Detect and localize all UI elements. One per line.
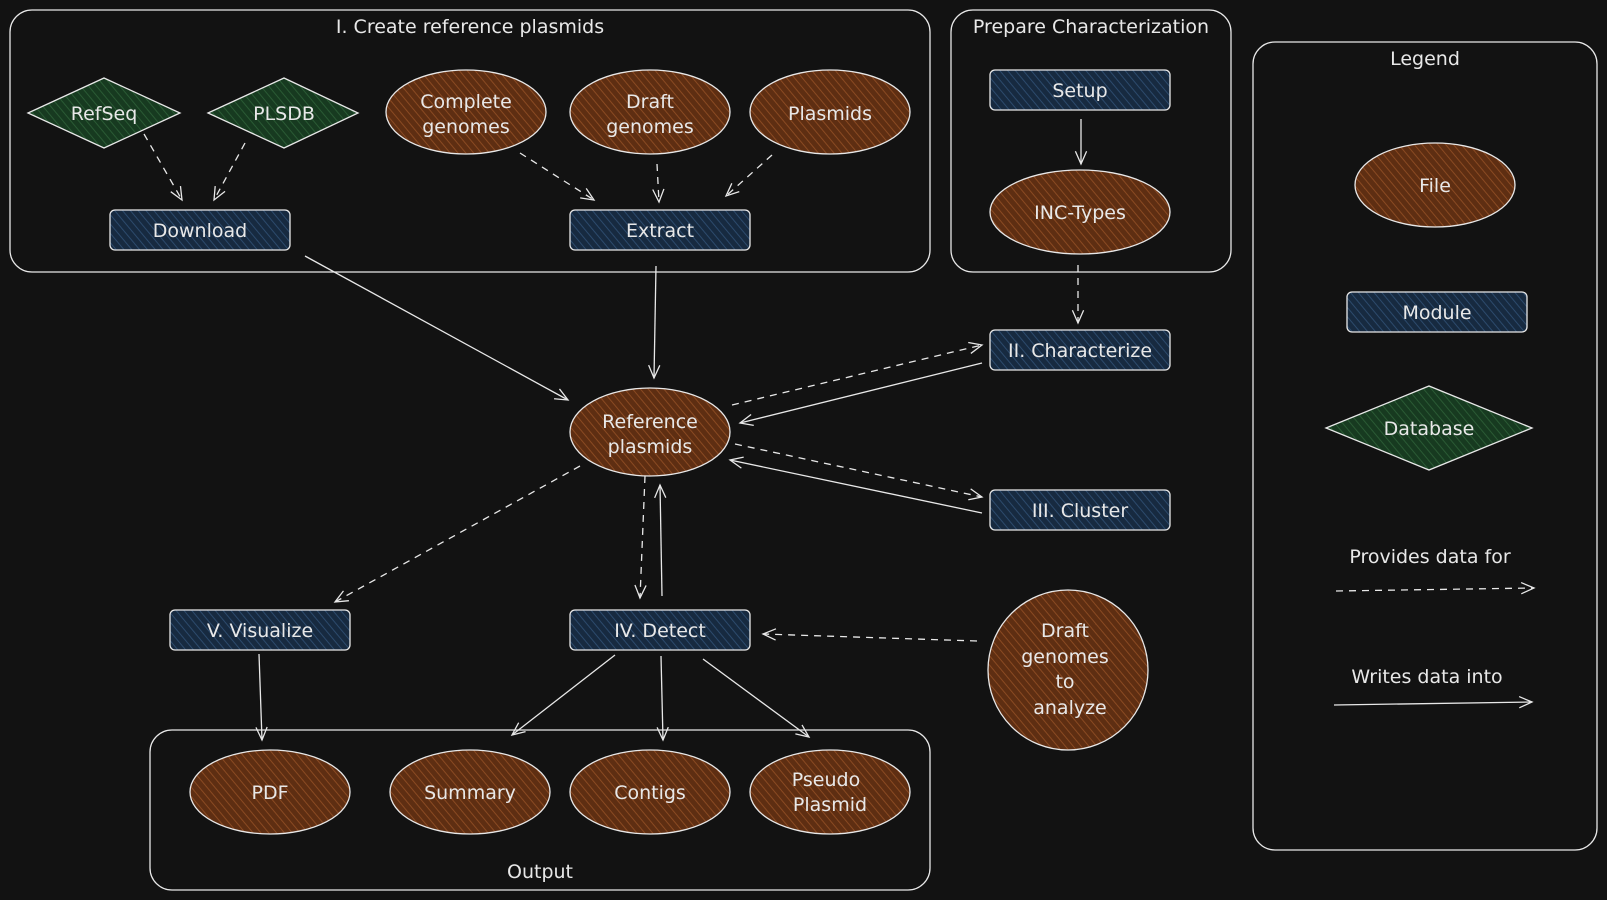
module-download[interactable]: Download [109,209,291,251]
module-cluster[interactable]: III. Cluster [989,489,1171,531]
database-refseq-label: RefSeq [71,103,138,125]
file-contigs[interactable]: Contigs [569,749,731,835]
legend-file: File [1354,142,1516,228]
edge-cluster-reference [728,456,983,514]
legend-writes-label: Writes data into [1351,666,1502,688]
group-prepare: Prepare Characterization [950,9,1232,273]
edge-complete-extract [519,152,596,201]
edge-extract-reference [648,265,661,380]
module-visualize[interactable]: V. Visualize [169,609,351,651]
edge-draftanalyze-detect [761,628,978,642]
module-characterize[interactable]: II. Characterize [989,329,1171,371]
legend-module: Module [1346,291,1528,333]
file-pseudo-plasmid-line2: Plasmid [793,794,867,816]
file-draft-genomes-line2: genomes [606,116,694,138]
module-setup[interactable]: Setup [989,69,1171,111]
group-output-label: Output [507,861,573,883]
database-plsdb[interactable]: PLSDB [206,77,360,149]
module-cluster-label: III. Cluster [1032,500,1129,522]
file-pseudo-plasmid-line1: Pseudo [792,769,860,791]
file-complete-genomes-line2: genomes [422,116,510,138]
file-draft-analyze-line2: genomes [1021,646,1109,668]
edge-detect-reference [654,483,667,597]
group-create-reference-label: I. Create reference plasmids [336,16,604,38]
file-summary-label: Summary [424,782,516,804]
edge-plsdb-download [213,142,246,202]
edge-plasmids-extract [724,154,773,198]
edges-provides [143,133,1085,642]
file-complete-genomes[interactable]: Complete genomes [385,69,547,155]
legend-provides-label: Provides data for [1349,546,1511,568]
legend-database: Database [1324,385,1534,471]
database-plsdb-label: PLSDB [253,103,315,125]
file-draft-analyze-line3: to [1055,671,1074,693]
module-setup-label: Setup [1052,80,1107,102]
file-draft-analyze-line4: analyze [1033,697,1107,719]
group-create-reference: I. Create reference plasmids [9,9,931,273]
file-pdf[interactable]: PDF [189,749,351,835]
file-plasmids-label: Plasmids [788,103,872,125]
legend-provides: Provides data for [1335,546,1536,595]
file-draft-genomes-analyze[interactable]: Draft genomes to analyze [987,589,1149,751]
database-refseq[interactable]: RefSeq [26,77,182,149]
file-draft-genomes-line1: Draft [626,91,674,113]
legend-module-label: Module [1402,302,1471,324]
file-plasmids[interactable]: Plasmids [749,69,911,155]
module-extract-label: Extract [626,220,694,242]
group-legend: Legend [1252,41,1598,851]
group-output: Output [149,729,931,891]
module-download-label: Download [153,220,247,242]
edge-detect-contigs [656,655,669,742]
file-pdf-label: PDF [251,782,288,804]
legend-database-label: Database [1384,418,1475,440]
edge-visualize-pdf [255,653,268,742]
group-prepare-label: Prepare Characterization [973,16,1209,38]
file-contigs-label: Contigs [614,782,686,804]
file-reference-plasmids[interactable]: Reference plasmids [569,387,731,477]
module-characterize-label: II. Characterize [1008,340,1152,362]
edge-detect-pseudoplasmid [702,658,811,738]
module-detect[interactable]: IV. Detect [569,609,751,651]
legend-title: Legend [1390,48,1460,70]
edge-reference-detect [634,475,647,600]
file-reference-plasmids-line1: Reference [602,411,698,433]
file-draft-genomes[interactable]: Draft genomes [569,69,731,155]
legend-file-label: File [1419,175,1451,197]
module-visualize-label: V. Visualize [207,620,313,642]
legend-solid-arrow [1333,696,1534,709]
edges-writes [255,119,1088,742]
file-draft-analyze-line1: Draft [1041,620,1089,642]
file-summary[interactable]: Summary [389,749,551,835]
edge-reference-characterize [731,341,984,406]
module-extract[interactable]: Extract [569,209,751,251]
edge-refseq-download [143,133,183,202]
edge-reference-cluster [734,443,984,501]
file-reference-plasmids-line2: plasmids [608,436,693,458]
edge-detect-summary [510,654,616,736]
module-detect-label: IV. Detect [614,620,706,642]
edge-reference-visualize [333,465,581,603]
file-pseudo-plasmid[interactable]: Pseudo Plasmid [749,749,911,835]
edge-download-reference [304,255,570,401]
file-inc-types-label: INC-Types [1034,202,1126,224]
file-complete-genomes-line1: Complete [420,91,512,113]
edge-draft-extract [652,163,665,204]
edge-characterize-reference [738,362,983,426]
file-inc-types[interactable]: INC-Types [989,169,1171,255]
legend-dashed-arrow [1335,582,1536,595]
legend-writes: Writes data into [1333,666,1534,709]
